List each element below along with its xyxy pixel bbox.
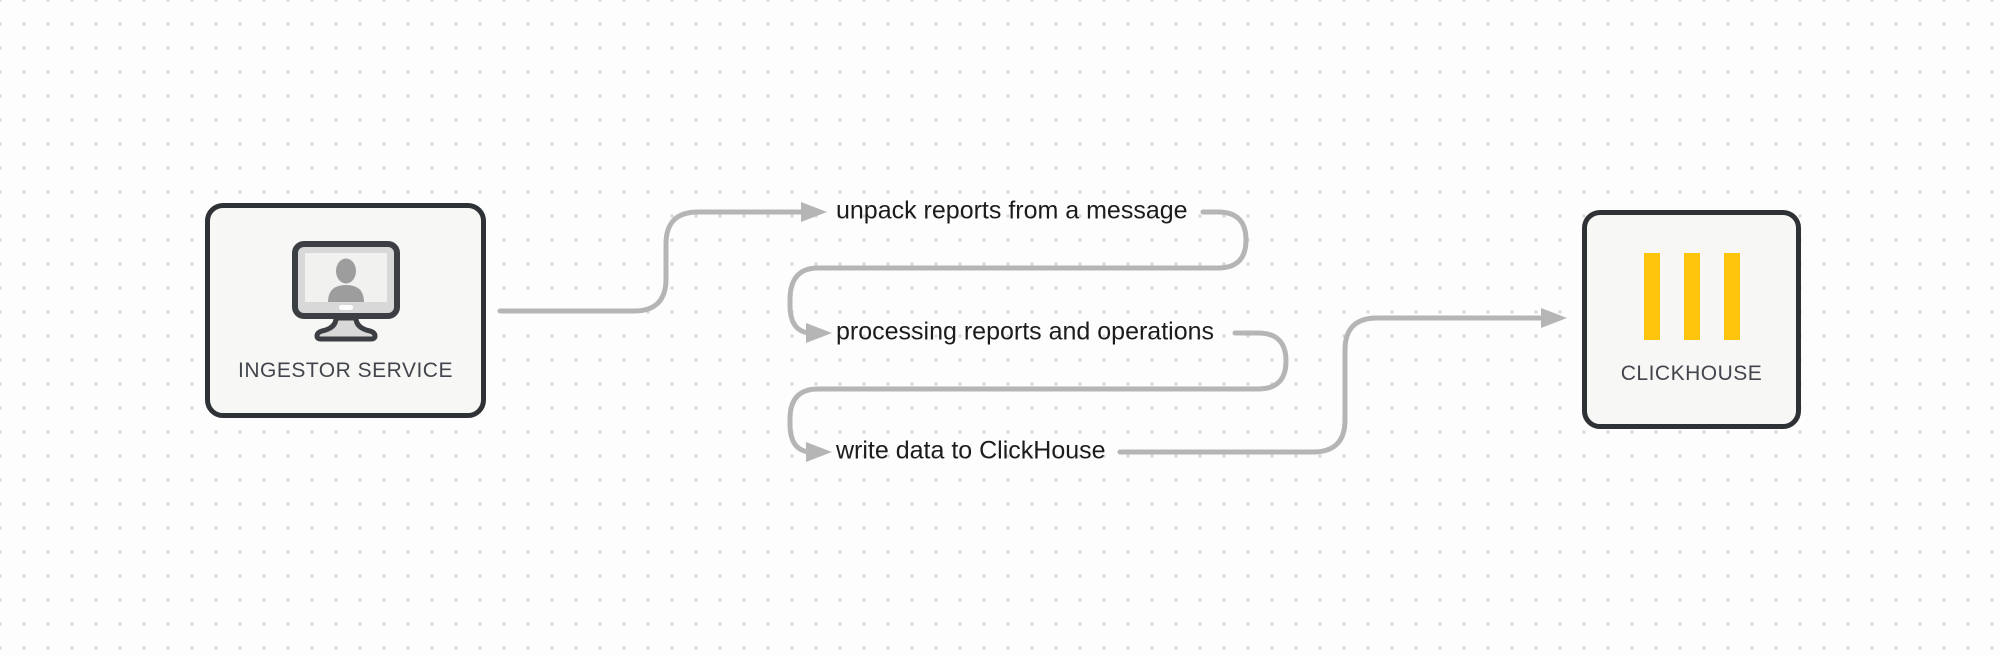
arrowhead-step1-icon [801,202,827,222]
user-workstation-icon [291,240,400,341]
node-clickhouse: CLICKHOUSE [1582,210,1801,429]
arrowhead-step3-icon [806,442,832,462]
node-label-clickhouse: CLICKHOUSE [1620,362,1763,385]
arrowhead-step2-icon [806,323,832,343]
person-silhouette-icon [327,258,364,302]
clickhouse-logo-icon [1643,253,1740,340]
flow-step-label-write: write data to ClickHouse [836,436,1106,465]
flow-step-label-unpack: unpack reports from a message [836,196,1188,225]
connector-ingestor-to-step1 [497,209,804,314]
connector-step1-to-step2 [787,209,1249,336]
connector-step2-to-step3 [787,330,1289,455]
node-ingestor-service: INGESTOR SERVICE [205,203,486,418]
flow-step-label-processing: processing reports and operations [836,317,1215,346]
node-label-ingestor-service: INGESTOR SERVICE [238,358,453,382]
arrowhead-clickhouse-icon [1541,308,1567,328]
